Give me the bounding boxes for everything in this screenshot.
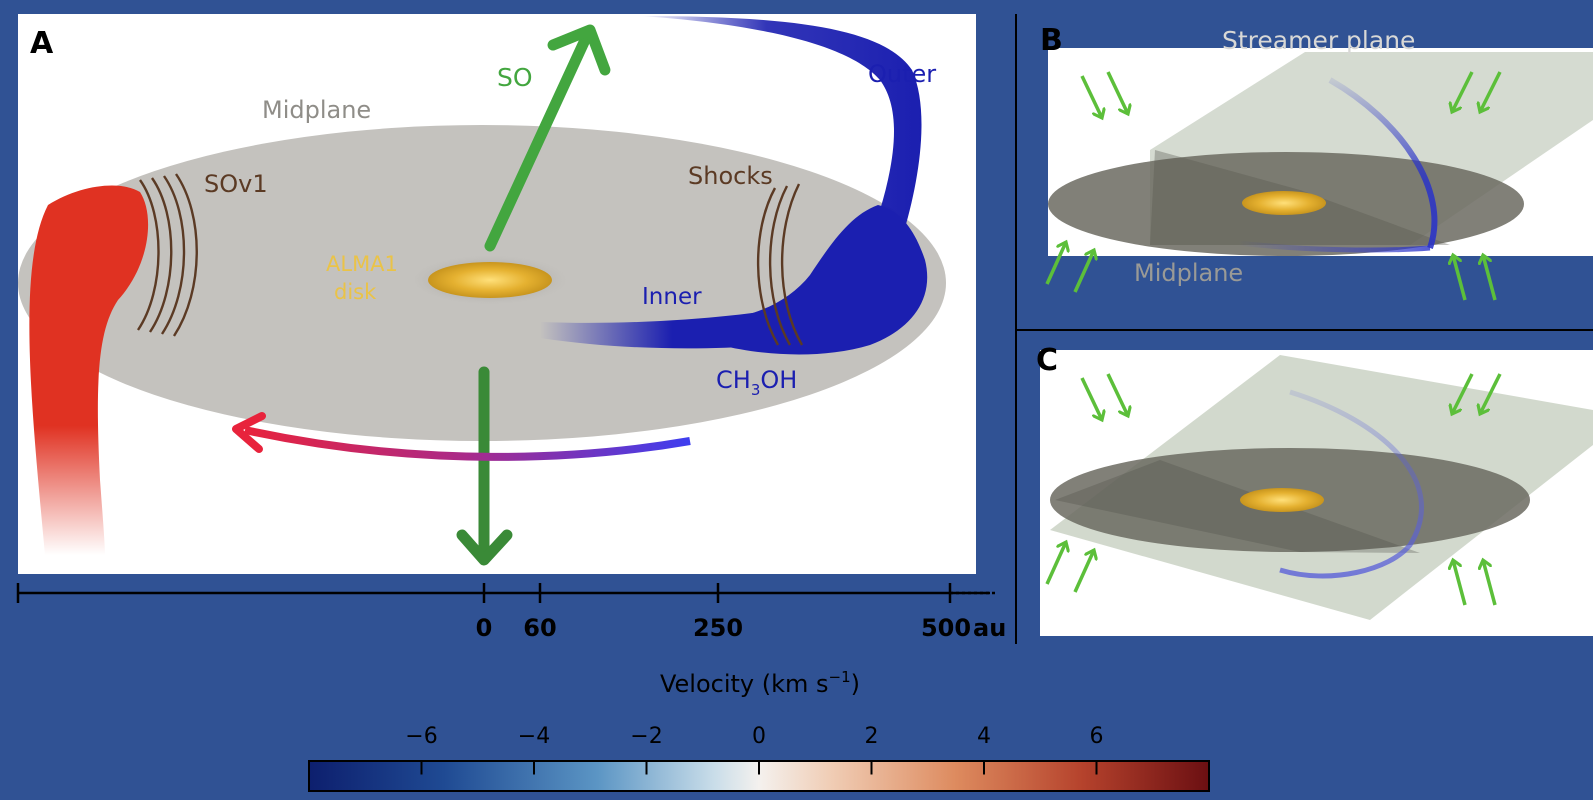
shocks-label: Shocks: [688, 162, 773, 190]
alma1-disk-star: [428, 262, 552, 298]
streamer-b-lower: [1237, 240, 1431, 253]
colorbar-tick-label: 2: [865, 724, 879, 749]
scale-unit: au: [973, 614, 1006, 642]
inner-label: Inner: [642, 284, 702, 310]
streamer-plane-label: Streamer plane: [1222, 26, 1415, 55]
disk-c-shadow: [1055, 460, 1420, 553]
streamer-impact-region: [720, 205, 928, 355]
velocity-colorbar: Velocity (km s−1) −6 −4 −2 0 2 4 6: [308, 668, 1210, 792]
colorbar-tick-labels: −6 −4 −2 0 2 4 6: [405, 724, 1103, 749]
inflow-arrows-b: [1045, 71, 1502, 301]
disk-label: disk: [334, 280, 377, 304]
alma1-label: ALMA1: [326, 252, 398, 276]
star-c: [1240, 488, 1324, 512]
star-b: [1242, 191, 1326, 215]
colorbar-tick-label: 6: [1090, 724, 1104, 749]
outflow-arrowhead-down: [456, 529, 513, 566]
colorbar-tick-label: −2: [630, 724, 662, 749]
scale-tick-500: 500: [921, 614, 971, 642]
so-outflow-arrow-up: [484, 34, 591, 252]
streamer-c: [1279, 389, 1424, 579]
shocks-right: [756, 183, 804, 346]
panel-b: B Streamer plane Midplane: [1040, 23, 1593, 301]
scale-tick-250: 250: [693, 614, 743, 642]
sov1-label: SOv1: [204, 170, 268, 198]
inflow-arrows-c: [1045, 373, 1502, 606]
so-label: SO: [497, 63, 533, 92]
rotation-arrowhead: [232, 412, 266, 453]
shocks-left: [137, 173, 198, 337]
panel-b-letter: B: [1040, 23, 1063, 58]
colorbar-title: Velocity (km s−1): [660, 668, 860, 698]
midplane-label-b: Midplane: [1134, 259, 1243, 287]
red-streamer: [29, 185, 149, 555]
panel-c-letter: C: [1036, 343, 1058, 378]
ch3oh-label: CH3OH: [716, 366, 797, 399]
so-outflow-arrowhead-up: [547, 24, 611, 76]
colorbar-ticks: [420, 761, 1098, 775]
panel-a-letter: A: [30, 26, 54, 61]
scale-bar: 0 60 250 500 au: [16, 583, 1006, 642]
scale-tick-60: 60: [523, 614, 556, 642]
rotation-arrow: [244, 426, 691, 461]
streamer-b: [1328, 77, 1438, 249]
colorbar-tick-label: −4: [518, 724, 550, 749]
inner-streamer: [540, 312, 760, 349]
colorbar-tick-label: −6: [405, 724, 437, 749]
colorbar-tick-label: 0: [752, 724, 766, 749]
midplane-label: Midplane: [262, 96, 371, 124]
outer-label: Outer: [868, 60, 936, 88]
panel-a: A SO Outer Midplane SOv1 Shocks ALMA1 di…: [16, 14, 1006, 642]
panel-c: C: [1036, 343, 1593, 636]
scale-tick-0: 0: [476, 614, 493, 642]
colorbar-tick-label: 4: [977, 724, 991, 749]
